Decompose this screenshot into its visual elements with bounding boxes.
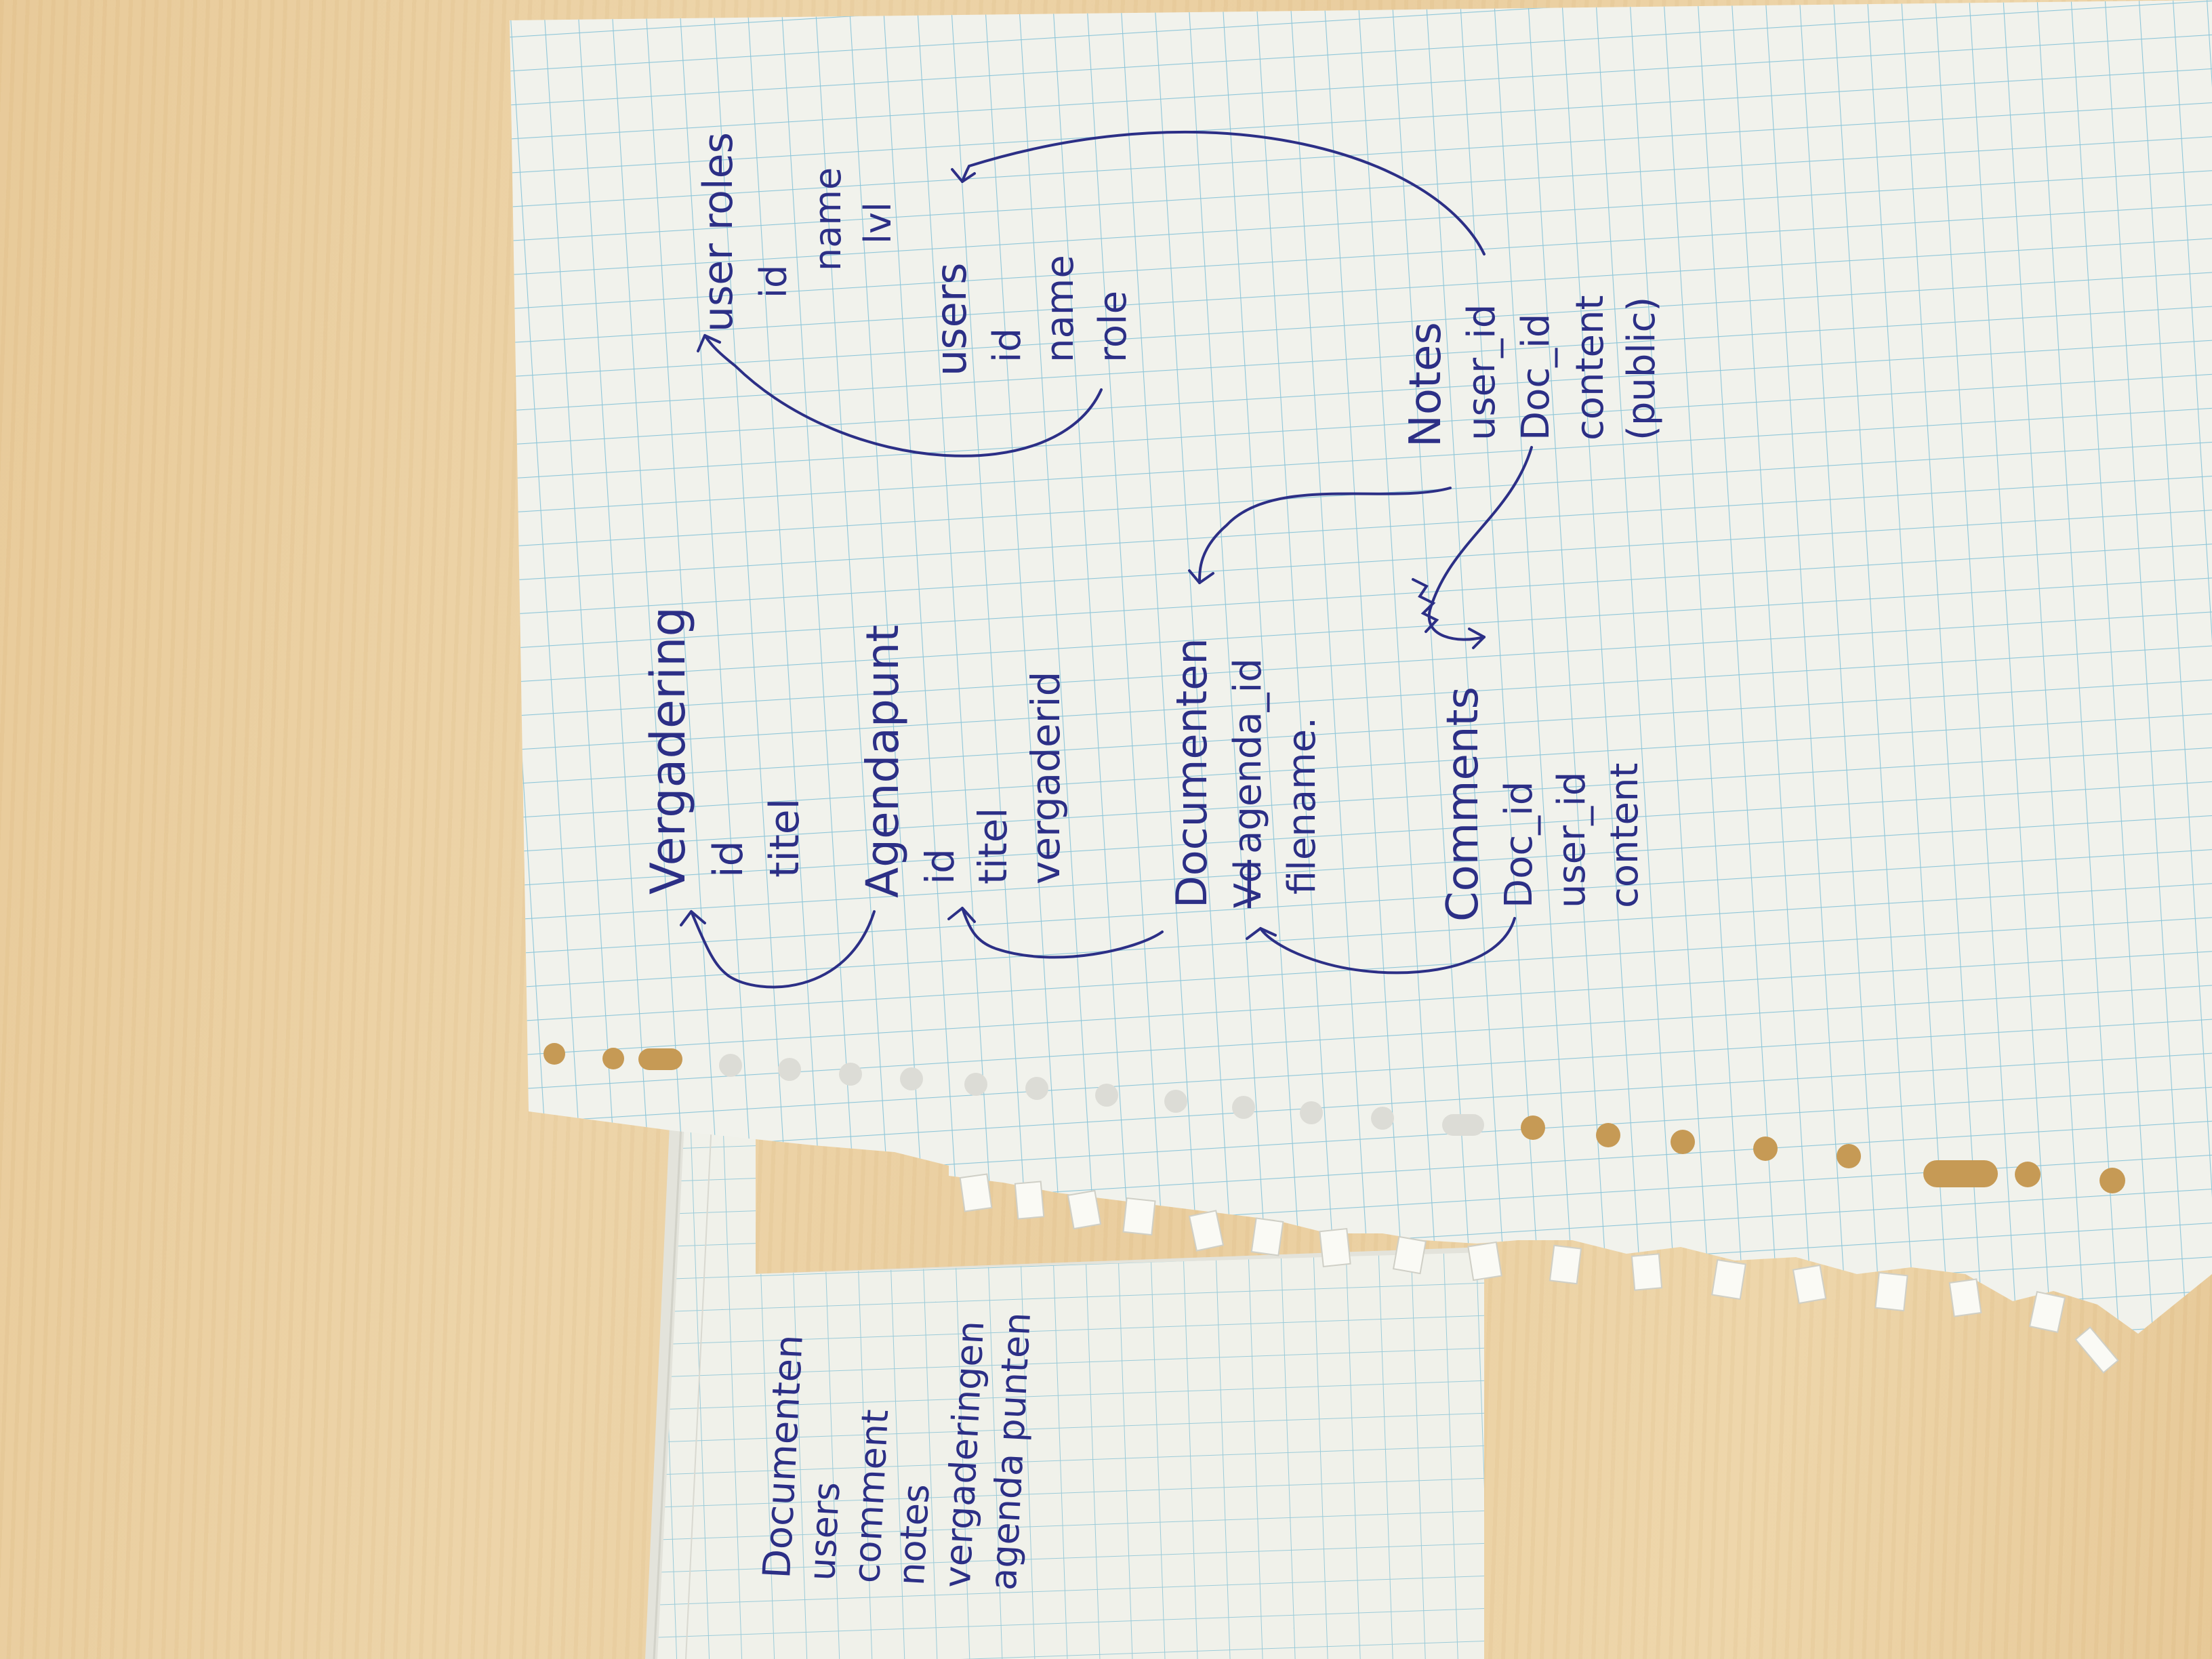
schema-vergadering: Vergadering id titel — [640, 607, 808, 895]
table-field: user_id — [1550, 772, 1594, 908]
table-title: Documenten — [1167, 638, 1216, 908]
arrow-users-to-userroles — [703, 334, 1103, 457]
table-field: filename. — [1280, 717, 1324, 895]
schema-users: users id name role — [926, 255, 1135, 376]
table-field: user_id — [1460, 304, 1504, 441]
arrow-documenten-to-agendapunt — [961, 907, 1164, 959]
main-paper-sheet — [510, 0, 2212, 1374]
table-title: Notes — [1401, 322, 1451, 447]
table-field: role — [1091, 291, 1135, 363]
back-list-item: notes — [890, 1483, 938, 1586]
table-field: titel — [761, 798, 808, 878]
schema-agendapunt: Agendapunt id titel vergaderid — [857, 625, 1069, 898]
table-field: id — [917, 848, 963, 884]
table-field: Doc_id — [1497, 781, 1541, 908]
schema-notes: Notes user_id Doc_id content (public) — [1401, 295, 1664, 447]
table-field: lvl — [857, 202, 899, 244]
table-field: content — [1568, 295, 1612, 441]
back-list-item: users — [800, 1481, 848, 1582]
arrow-notes-to-documenten — [1198, 487, 1452, 584]
struck-text: Vd — [1227, 860, 1269, 908]
arrow-notes-to-users — [961, 130, 1486, 255]
table-field: agenda_id — [1226, 658, 1270, 854]
table-field: vergaderid — [1023, 672, 1069, 884]
arrow-notes-to-comments — [1427, 446, 1533, 641]
table-field: name — [1038, 255, 1082, 363]
scribble-mark — [1412, 578, 1439, 633]
relationship-arrows — [680, 130, 1533, 989]
table-field: Doc_id — [1514, 314, 1558, 441]
table-title: Agendapunt — [857, 625, 909, 898]
table-field: name — [806, 167, 849, 271]
table-field: id — [985, 328, 1029, 363]
table-title: user roles — [695, 132, 742, 332]
table-title: Comments — [1438, 687, 1488, 922]
back-paper-sheet — [645, 1117, 1484, 1659]
back-list-item: comment — [845, 1408, 897, 1584]
table-title: Vergadering — [640, 607, 696, 895]
schema-comments: Comments Doc_id user_id content — [1438, 687, 1647, 922]
arrow-agendapunt-to-vergadering — [690, 910, 876, 989]
table-field: titel — [970, 808, 1016, 884]
table-field: id — [752, 265, 795, 298]
arrow-comments-to-documenten — [1259, 917, 1516, 975]
table-field: content — [1603, 763, 1647, 908]
table-field: (public) — [1620, 297, 1664, 441]
schema-documenten: Documenten Vd agenda_id filename. — [1167, 638, 1324, 908]
binder-holes — [544, 1043, 2125, 1193]
table-field: id — [705, 840, 752, 878]
schema-user-roles: user roles id name lvl — [695, 132, 899, 332]
table-title: users — [926, 262, 976, 376]
